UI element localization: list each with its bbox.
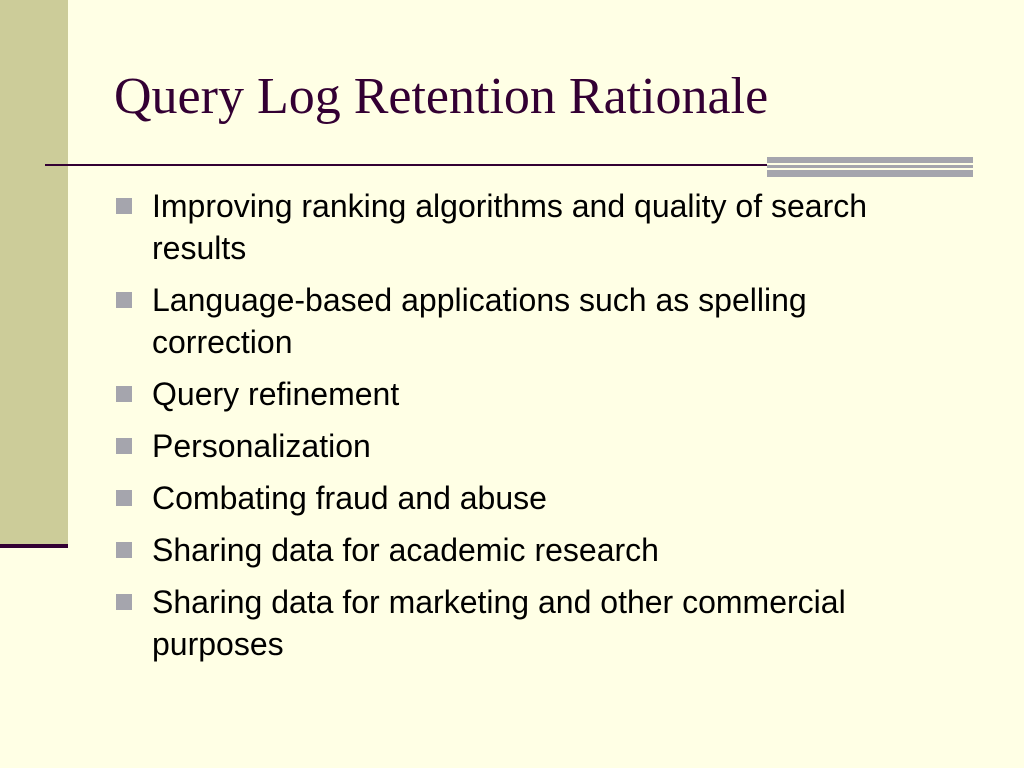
bullet-item: Improving ranking algorithms and quality… xyxy=(114,185,934,269)
accent-stripe xyxy=(767,165,973,168)
bullet-text: Language-based applications such as spel… xyxy=(152,282,807,360)
bullet-item: Sharing data for marketing and other com… xyxy=(114,581,934,665)
bullet-item: Query refinement xyxy=(114,373,934,415)
side-band xyxy=(0,0,68,545)
title-rule xyxy=(45,164,767,166)
accent-bar xyxy=(767,157,973,177)
bullet-list: Improving ranking algorithms and quality… xyxy=(114,185,934,675)
bullet-text: Combating fraud and abuse xyxy=(152,480,547,516)
square-bullet-icon xyxy=(116,438,132,454)
square-bullet-icon xyxy=(116,542,132,558)
bullet-text: Improving ranking algorithms and quality… xyxy=(152,188,868,266)
bullet-item: Combating fraud and abuse xyxy=(114,477,934,519)
accent-stripe xyxy=(767,157,973,163)
slide-title: Query Log Retention Rationale xyxy=(114,68,769,125)
bullet-item: Personalization xyxy=(114,425,934,467)
side-rule xyxy=(0,544,68,548)
bullet-text: Sharing data for academic research xyxy=(152,532,659,568)
bullet-item: Language-based applications such as spel… xyxy=(114,279,934,363)
square-bullet-icon xyxy=(116,198,132,214)
bullet-text: Personalization xyxy=(152,428,371,464)
bullet-text: Query refinement xyxy=(152,376,400,412)
square-bullet-icon xyxy=(116,594,132,610)
bullet-text: Sharing data for marketing and other com… xyxy=(152,584,846,662)
square-bullet-icon xyxy=(116,292,132,308)
square-bullet-icon xyxy=(116,386,132,402)
bullet-item: Sharing data for academic research xyxy=(114,529,934,571)
accent-stripe xyxy=(767,170,973,177)
square-bullet-icon xyxy=(116,490,132,506)
